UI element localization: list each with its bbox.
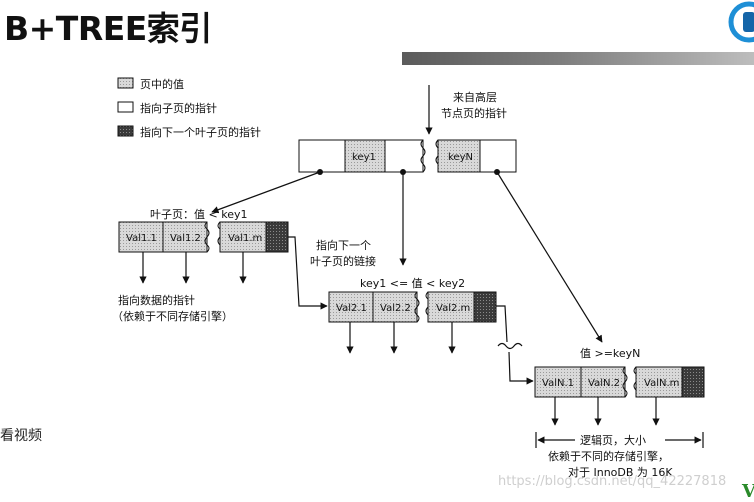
logical-page-label-2: 依赖于不同的存储引擎， <box>548 449 669 463</box>
root-keyN-cell <box>437 139 481 173</box>
logical-page-label-3: 对于 InnoDB 为 16K <box>568 465 673 479</box>
next-leaf-label-1: 指向下一个 <box>316 238 371 252</box>
root-pointer-leaf1 <box>211 171 321 214</box>
leaf2-cell-1: Val2.1 <box>336 303 367 314</box>
legend: 页中的值 指向子页的指针 指向下一个叶子页的指针 <box>117 77 261 139</box>
legend-swatch-child-pointer <box>117 101 134 113</box>
legend-label-child-pointer: 指向子页的指针 <box>140 101 217 115</box>
root-keyN-label: keyN <box>448 152 473 163</box>
leaf1-cell-3: Val1.m <box>228 233 262 244</box>
corner-mark: V <box>742 481 754 502</box>
leaf1-cell-2: Val1.2 <box>170 233 201 244</box>
leafN-cell-1: ValN.1 <box>542 378 574 389</box>
next-leaf-label-2: 叶子页的链接 <box>310 254 376 268</box>
root-key1-label: key1 <box>352 152 376 163</box>
logical-page-label-1: 逻辑页，大小 <box>580 433 646 447</box>
next-leaf-link-2a <box>496 305 508 343</box>
root-node: key1 keyN <box>298 139 517 175</box>
leaf-page-2: Val2.1 Val2.2 Val2.m <box>328 291 497 323</box>
watermark-text: https://blog.csdn.net/qq_42227818 <box>498 474 727 489</box>
legend-label-value: 页中的值 <box>140 77 184 91</box>
from-upper-label-2: 节点页的指针 <box>441 106 507 120</box>
data-pointer-label-2: （依赖于不同存储引擎） <box>112 309 233 323</box>
leaf1-cell-1: Val1.1 <box>126 233 157 244</box>
next-leaf-link-1 <box>288 236 328 310</box>
link-break-mark <box>497 342 523 350</box>
leaf-page-n: ValN.1 ValN.2 ValN.m <box>534 366 705 398</box>
leaf-page-1: Val1.1 Val1.2 Val1.m <box>118 221 289 253</box>
leafN-cell-2: ValN.2 <box>588 378 620 389</box>
side-video-text: 看视频 <box>0 428 42 444</box>
leaf2-cell-3: Val2.m <box>436 303 470 314</box>
root-pointer-leafN <box>496 171 603 343</box>
legend-label-next-pointer: 指向下一个叶子页的指针 <box>140 125 261 139</box>
leaf1-condition: 叶子页：值 < key1 <box>150 208 247 221</box>
leaf2-condition: key1 <= 值 < key2 <box>360 277 465 290</box>
header-bar <box>402 52 754 65</box>
page-title: B+TREE索引 <box>4 9 212 48</box>
legend-swatch-next-pointer <box>117 125 134 137</box>
legend-swatch-value <box>117 77 134 89</box>
leaf2-cell-2: Val2.2 <box>380 303 411 314</box>
logo-icon <box>728 1 754 43</box>
leafN-condition: 值 >=keyN <box>580 347 640 360</box>
next-leaf-link-2b <box>508 351 534 385</box>
root-key1-cell <box>344 139 386 173</box>
leafN-cell-3: ValN.m <box>644 378 679 389</box>
data-pointer-label-1: 指向数据的指针 <box>118 293 195 307</box>
from-upper-label-1: 来自高层 <box>453 90 497 104</box>
